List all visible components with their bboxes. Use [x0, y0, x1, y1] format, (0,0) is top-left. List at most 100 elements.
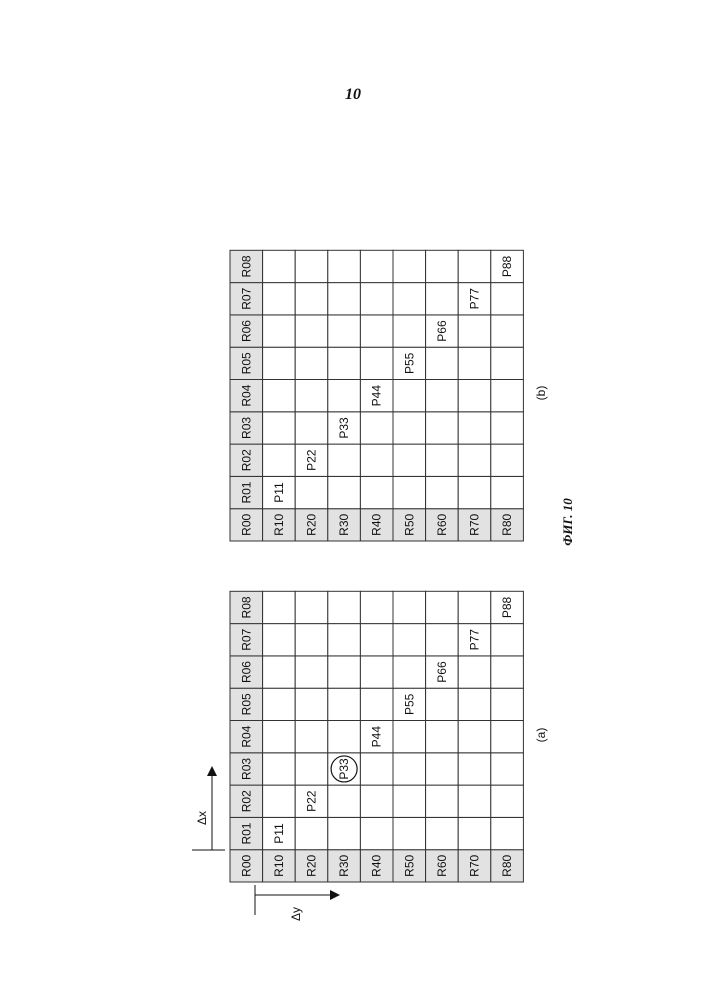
point-label: P11	[272, 823, 286, 844]
point-label: P22	[305, 449, 319, 471]
grid-cell	[328, 315, 361, 347]
grid-cell	[426, 347, 459, 379]
grid-cell	[295, 591, 328, 623]
point-label: P44	[370, 385, 384, 407]
grid-cell	[360, 785, 393, 817]
panel-a-label: (a)	[534, 728, 548, 743]
grid-cell	[491, 476, 524, 508]
grid-cell	[295, 283, 328, 315]
grid-cell	[360, 688, 393, 720]
grid-cell	[458, 817, 491, 849]
grid-cell	[360, 476, 393, 508]
row-header-label: R60	[435, 514, 449, 536]
grid-cell	[458, 656, 491, 688]
grid-cell	[426, 688, 459, 720]
grid-cell	[491, 347, 524, 379]
grid-cell	[295, 688, 328, 720]
grid-cell	[458, 476, 491, 508]
column-header-label: R08	[239, 255, 253, 277]
row-header-label: R10	[272, 514, 286, 536]
column-header-label: R01	[239, 481, 253, 503]
grid-cell	[458, 591, 491, 623]
row-header-label: R60	[435, 855, 449, 877]
grid-cell	[393, 721, 426, 753]
grid-cell	[328, 656, 361, 688]
point-label: P55	[402, 693, 416, 715]
grid-cell	[426, 380, 459, 412]
grid-cell	[328, 721, 361, 753]
point-label: P88	[500, 596, 514, 618]
grid-cell	[458, 688, 491, 720]
point-label: P77	[468, 288, 482, 310]
delta-x-label: Δx	[195, 811, 209, 825]
grid-cell	[393, 444, 426, 476]
grid-cell	[393, 591, 426, 623]
grid-cell	[491, 688, 524, 720]
grid-cell	[393, 283, 426, 315]
grid-cell	[263, 753, 296, 785]
grid-cell	[426, 817, 459, 849]
row-header-label: R70	[468, 514, 482, 536]
column-header-label: R04	[239, 384, 253, 406]
grid-cell	[360, 412, 393, 444]
grid-cell	[295, 380, 328, 412]
point-label: P33	[337, 417, 351, 439]
grid-cell	[295, 315, 328, 347]
grid-cell	[426, 785, 459, 817]
grid-cell	[426, 476, 459, 508]
column-header-label: R06	[239, 661, 253, 683]
column-header-label: R03	[239, 417, 253, 439]
grid-cell	[360, 656, 393, 688]
point-label: P22	[305, 790, 319, 812]
grid-cell	[360, 250, 393, 282]
grid-cell	[263, 380, 296, 412]
grid-cell	[328, 591, 361, 623]
grid-cell	[328, 250, 361, 282]
grid-cell	[426, 624, 459, 656]
grid-cell	[328, 444, 361, 476]
row-header-label: R10	[272, 855, 286, 877]
grid-cell	[328, 785, 361, 817]
delta-y-label: Δy	[289, 907, 303, 921]
column-header-label: R05	[239, 693, 253, 715]
grid-cell	[295, 476, 328, 508]
grid-cell	[491, 444, 524, 476]
grid-cell	[263, 412, 296, 444]
grid-cell	[263, 721, 296, 753]
column-header-label: R07	[239, 287, 253, 309]
row-header-label: R70	[468, 855, 482, 877]
grid-cell	[458, 785, 491, 817]
row-header-label: R30	[337, 855, 351, 877]
grid-cell	[328, 380, 361, 412]
grid-cell	[360, 624, 393, 656]
grid-cell	[393, 785, 426, 817]
point-label: P55	[402, 352, 416, 374]
point-label: P88	[500, 255, 514, 277]
grid-cell	[328, 817, 361, 849]
grid-cell	[328, 476, 361, 508]
grid-cell	[263, 624, 296, 656]
row-header-label: R50	[402, 855, 416, 877]
grid-cell	[458, 315, 491, 347]
grid-cell	[263, 688, 296, 720]
grid-cell	[491, 817, 524, 849]
grid-cell	[491, 753, 524, 785]
grid-cell	[491, 315, 524, 347]
column-header-label: R07	[239, 628, 253, 650]
grid-cell	[393, 624, 426, 656]
row-header-label: R40	[370, 514, 384, 536]
column-header-label: R06	[239, 320, 253, 342]
point-label: P77	[468, 629, 482, 651]
column-header-label: R02	[239, 449, 253, 471]
grid-cell	[263, 591, 296, 623]
grid-cell	[458, 444, 491, 476]
grid-cell	[458, 347, 491, 379]
grid-cell	[360, 283, 393, 315]
column-header-label: R01	[239, 822, 253, 844]
grid-cell	[263, 283, 296, 315]
point-label: P66	[435, 661, 449, 683]
grid-cell	[491, 785, 524, 817]
grid-cell	[295, 817, 328, 849]
point-label: P33	[337, 758, 351, 780]
